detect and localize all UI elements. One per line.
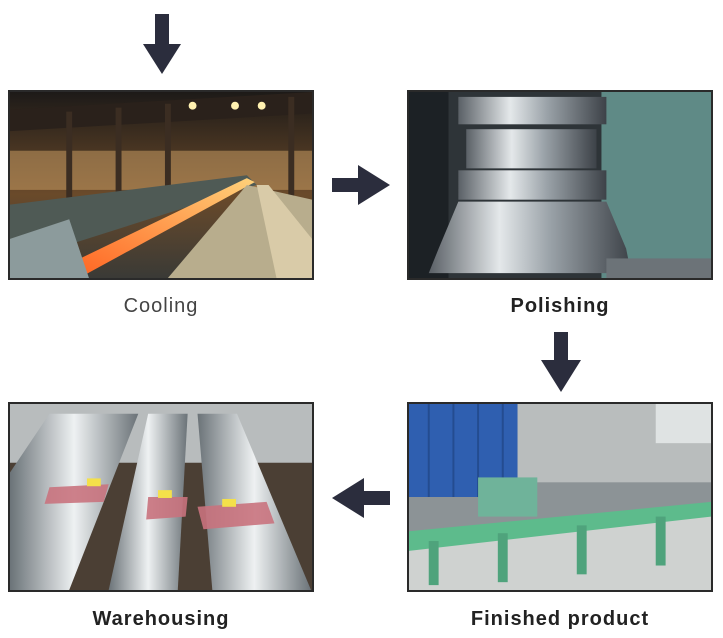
cooling-photo [8, 90, 314, 280]
arrow-down-icon [143, 14, 181, 74]
polishing-photo [407, 90, 713, 280]
hot-rolled-bars-cooling-bed-image [10, 92, 312, 278]
step-caption-polishing: Polishing [510, 295, 610, 317]
cnc-polishing-tool-image [409, 92, 711, 278]
bundled-steel-bars-image [10, 404, 312, 590]
step-caption-finished-product: Finished product [470, 608, 650, 630]
finished-product-photo [407, 402, 713, 592]
arrow-down-icon [541, 332, 581, 392]
arrow-left-icon [332, 478, 390, 518]
warehousing-photo [8, 402, 314, 592]
step-caption-cooling: Cooling [123, 295, 199, 317]
finishing-line-machinery-image [409, 404, 711, 590]
step-caption-warehousing: Warehousing [92, 608, 230, 630]
arrow-right-icon [332, 165, 390, 205]
